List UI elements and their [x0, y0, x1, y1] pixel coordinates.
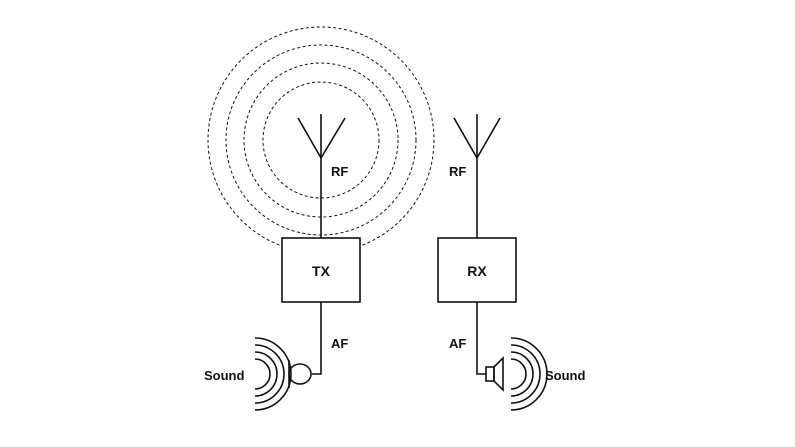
receiver-sound-waves-icon: [510, 337, 548, 411]
microphone-icon: [288, 360, 312, 388]
transmitter-rf-label: RF: [331, 164, 348, 179]
receiver-af-line: [476, 302, 486, 375]
transmitter-box: [281, 237, 361, 303]
transmitter-sound-label: Sound: [204, 368, 244, 383]
receiver-box-label: RX: [467, 263, 487, 279]
transmitter-af-label: AF: [331, 336, 348, 351]
transmitter-sound-waves-icon: [254, 337, 292, 411]
receiver-rf-label: RF: [449, 164, 466, 179]
receiver-box: [437, 237, 517, 303]
transmitter-antenna-icon: [297, 114, 346, 159]
transmitter-af-line: [312, 302, 322, 375]
radio-wave-ring-2: [243, 62, 399, 218]
receiver-sound-label: Sound: [545, 368, 585, 383]
loudspeaker-icon: [485, 356, 504, 392]
transmitter-box-label: TX: [312, 263, 331, 279]
receiver-af-label: AF: [449, 336, 466, 351]
receiver-antenna-icon: [453, 114, 501, 159]
